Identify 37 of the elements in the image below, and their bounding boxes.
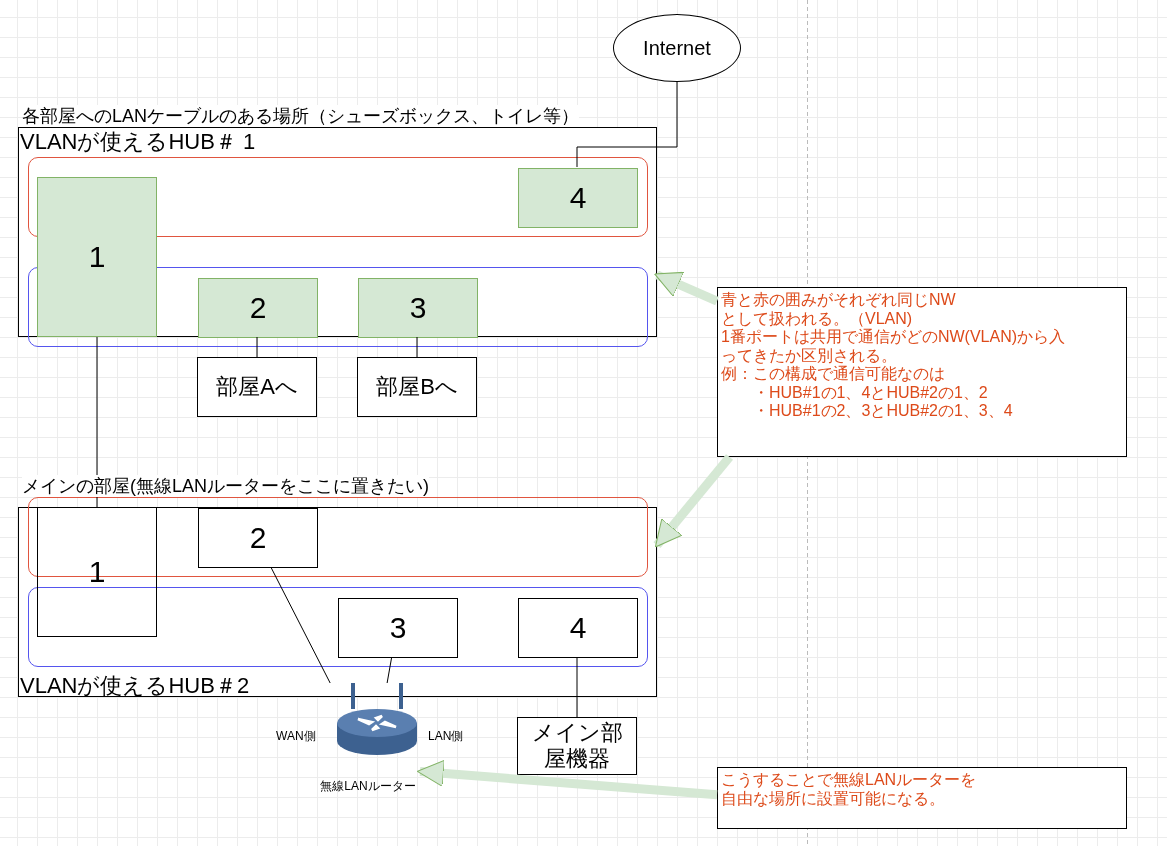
room-box: 部屋Bへ: [357, 357, 477, 417]
hub-title: VLANが使えるHUB＃2: [20, 674, 250, 697]
internet-ellipse: Internet: [613, 14, 741, 82]
port-box: 1: [37, 177, 157, 337]
connector-line: [256, 336, 258, 358]
note-text: 青と赤の囲みがそれぞれ同じNWとして扱われる。（VLAN): [721, 291, 957, 328]
note-text: 例：この構成で通信可能なのは: [721, 365, 946, 384]
area-heading: 各部屋へのLANケーブルのある場所（シューズボックス、トイレ等）: [22, 105, 579, 127]
note-text: ・HUB#1の1、4とHUB#2の1、2: [752, 383, 989, 402]
port-box: 2: [198, 508, 318, 568]
port-box: 3: [358, 278, 478, 338]
side-label: WAN側: [276, 728, 316, 745]
room-box: 部屋Aへ: [197, 357, 317, 417]
router-label: 無線LANルーター: [319, 778, 417, 795]
vlan-group-outline: [28, 587, 648, 667]
port-box: 4: [518, 598, 638, 658]
connector-line: [386, 656, 393, 684]
hub-title: VLANが使えるHUB＃ 1: [20, 129, 256, 155]
note-text: ・HUB#1の2、3とHUB#2の1、3、4: [752, 402, 1014, 421]
room-box: メイン部屋機器: [517, 717, 637, 775]
note-text: 1番ポートは共用で通信がどのNW(VLAN)から入ってきたか区別される。: [721, 328, 1066, 365]
note-text: こうすることで無線LANルーターを自由な場所に設置可能になる。: [721, 771, 978, 808]
connector-line: [416, 336, 418, 358]
connector-line: [576, 81, 678, 168]
connector-line: [96, 336, 98, 508]
block-arrow: [416, 759, 718, 800]
block-arrow: [653, 454, 733, 548]
connector-line: [270, 566, 331, 684]
connector-line: [576, 656, 578, 718]
vlan-group-outline: [28, 157, 648, 237]
area-heading: メインの部屋(無線LANルーターをここに置きたい): [22, 475, 429, 497]
port-box: 3: [338, 598, 458, 658]
vlan-group-outline: [28, 267, 648, 347]
port-box: 2: [198, 278, 318, 338]
block-arrow: [654, 270, 719, 306]
side-label: LAN側: [428, 728, 464, 745]
port-box: 4: [518, 168, 638, 228]
